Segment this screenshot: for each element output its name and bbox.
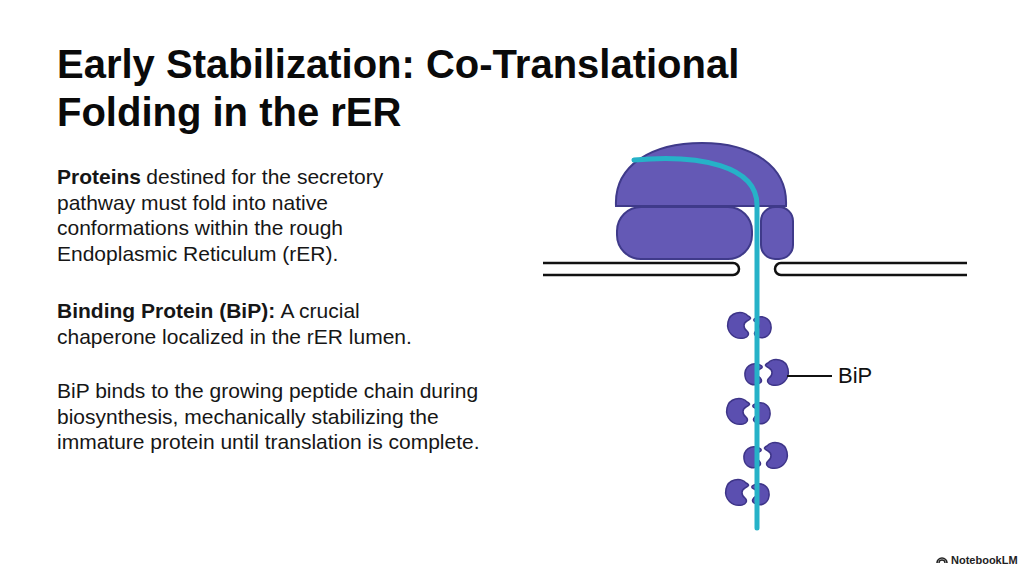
slide-title: Early Stabilization: Co-Translational Fo… <box>57 40 857 136</box>
ribosome-small-subunit <box>617 207 752 259</box>
watermark-icon <box>937 558 947 563</box>
bip-molecule <box>726 480 769 506</box>
body-paragraph: Proteinsdestined for the secretory pathw… <box>57 164 462 266</box>
bip-molecule <box>727 399 770 425</box>
er-membrane <box>543 263 739 275</box>
leader-line <box>787 375 832 377</box>
body-paragraph: Binding Protein (BiP):A crucial chaperon… <box>57 298 462 349</box>
bip-molecule <box>745 360 788 386</box>
part-label: BiP <box>838 363 872 389</box>
bip-molecule <box>728 313 771 339</box>
bip-molecule <box>744 443 787 469</box>
body-text: BiP binds to the growing peptide chain d… <box>57 379 480 453</box>
term-heading: Binding Protein (BiP): <box>57 299 275 322</box>
watermark: NotebookLM <box>951 553 1018 567</box>
ribosome-large-subunit <box>616 143 786 206</box>
peptide-chain <box>634 159 757 528</box>
ribosome-small-subunit <box>761 207 793 259</box>
body-paragraph: BiP binds to the growing peptide chain d… <box>57 378 487 455</box>
er-membrane <box>775 263 967 275</box>
term-heading: Proteins <box>57 165 141 188</box>
